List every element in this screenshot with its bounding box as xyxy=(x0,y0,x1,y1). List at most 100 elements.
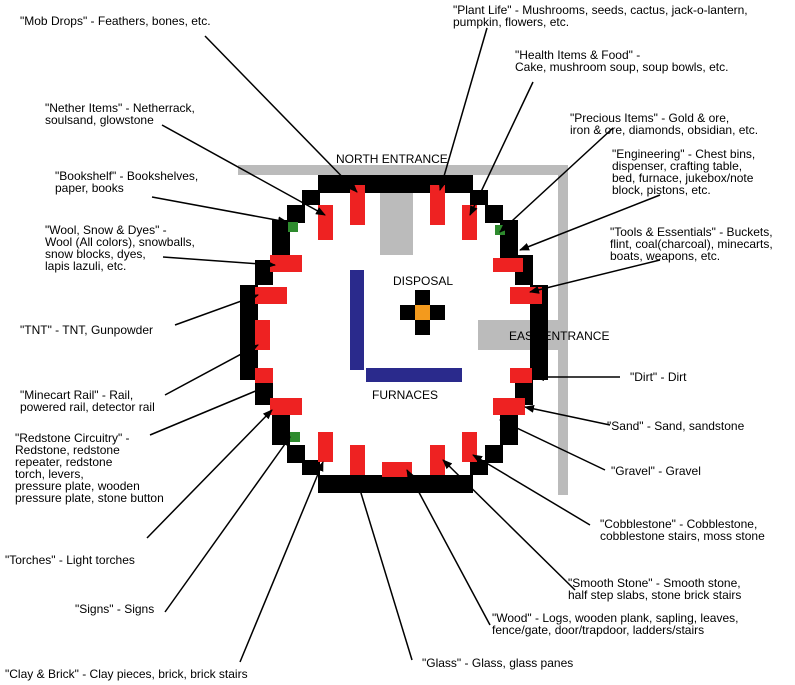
callout-arrow xyxy=(204,35,358,193)
callout-line: Cake, mushroom soup, soup bowls, etc. xyxy=(515,60,728,74)
callout-line: "TNT" - TNT, Gunpowder xyxy=(20,323,153,337)
callout-line: "Cobblestone" - Cobblestone, xyxy=(600,517,757,531)
callout-line: "Sand" - Sand, sandstone xyxy=(607,419,745,433)
callout-bookshelf: "Bookshelf" - Bookshelves,paper, books xyxy=(55,169,198,195)
callout-arrow xyxy=(469,81,534,216)
callout-glass: "Glass" - Glass, glass panes xyxy=(422,656,573,670)
disposal-label: DISPOSAL xyxy=(393,274,453,288)
chest-block xyxy=(255,287,287,304)
callout-line: "Signs" - Signs xyxy=(75,602,154,616)
callout-line: "Glass" - Glass, glass panes xyxy=(422,656,573,670)
callout-engineering: "Engineering" - Chest bins,dispenser, cr… xyxy=(612,147,755,197)
callout-tnt: "TNT" - TNT, Gunpowder xyxy=(20,323,153,337)
callout-arrow xyxy=(442,459,576,591)
callout-wool: "Wool, Snow & Dyes" -Wool (All colors), … xyxy=(45,223,195,273)
wall-block xyxy=(302,190,320,205)
disposal-unit xyxy=(400,290,445,335)
callout-line: "Minecart Rail" - Rail, xyxy=(20,388,133,402)
callout-line: torch, levers, xyxy=(15,467,84,481)
chest-blocks xyxy=(255,185,542,477)
chest-block xyxy=(318,432,333,462)
callout-line: "Engineering" - Chest bins, xyxy=(612,147,755,161)
east-entrance-label: EAST ENTRANCE xyxy=(509,329,609,343)
callout-line: "Dirt" - Dirt xyxy=(630,370,687,384)
callout-arrow xyxy=(239,461,324,663)
callout-line: "Gravel" - Gravel xyxy=(611,464,701,478)
chest-block xyxy=(430,445,445,475)
wall-block xyxy=(272,220,290,260)
wall-block xyxy=(318,175,473,193)
callout-health-food: "Health Items & Food" -Cake, mushroom so… xyxy=(515,48,728,74)
callout-cobblestone: "Cobblestone" - Cobblestone,cobblestone … xyxy=(600,517,765,543)
callout-sand: "Sand" - Sand, sandstone xyxy=(607,419,745,433)
chest-block xyxy=(510,368,532,383)
callout-torches: "Torches" - Light torches xyxy=(5,553,135,567)
callout-arrow xyxy=(174,294,259,326)
furnace-bar-horizontal xyxy=(366,368,462,382)
callout-arrow xyxy=(499,419,606,471)
callout-line: fence/gate, door/trapdoor, ladders/stair… xyxy=(492,623,704,637)
callout-arrow xyxy=(146,409,273,539)
callout-line: snow blocks, dyes, xyxy=(45,247,146,261)
callout-arrow xyxy=(438,27,488,191)
chest-block xyxy=(270,398,302,415)
callout-arrows xyxy=(146,27,661,663)
wall-block xyxy=(485,205,503,223)
callout-line: "Health Items & Food" - xyxy=(515,48,640,62)
callout-line: "Redstone Circuitry" - xyxy=(15,431,130,445)
callout-arrow xyxy=(151,196,288,225)
callout-line: iron & ore, diamonds, obsidian, etc. xyxy=(570,123,758,137)
callout-line: "Precious Items" - Gold & ore, xyxy=(570,111,729,125)
callout-line: "Clay & Brick" - Clay pieces, brick, bri… xyxy=(5,667,248,681)
callout-labels: "Mob Drops" - Feathers, bones, etc. "Plan… xyxy=(5,3,773,681)
callout-arrow xyxy=(162,256,276,269)
furnace-bar-vertical xyxy=(350,270,364,370)
grass-block xyxy=(290,432,300,442)
callout-gravel: "Gravel" - Gravel xyxy=(611,464,701,478)
callout-line: bed, furnace, jukebox/note xyxy=(612,171,754,185)
callout-clay: "Clay & Brick" - Clay pieces, brick, bri… xyxy=(5,667,248,681)
grass-block xyxy=(288,222,298,232)
callout-tools: "Tools & Essentials" - Buckets,flint, co… xyxy=(610,225,773,263)
callout-arrow xyxy=(472,454,591,526)
callout-line: lapis lazuli, etc. xyxy=(45,259,126,273)
disposal-block xyxy=(415,290,430,305)
callout-precious: "Precious Items" - Gold & ore,iron & ore… xyxy=(570,111,758,137)
grass-block xyxy=(495,225,505,235)
chest-block xyxy=(430,185,445,225)
callout-arrow xyxy=(519,194,661,251)
furnace-bars xyxy=(350,270,462,382)
callout-arrow xyxy=(529,259,661,294)
disposal-block xyxy=(415,320,430,335)
callout-arrow xyxy=(524,404,611,426)
callout-line: "Smooth Stone" - Smooth stone, xyxy=(568,576,741,590)
chest-block xyxy=(255,320,270,350)
callout-redstone: "Redstone Circuitry" -Redstone, redstone… xyxy=(15,431,164,505)
wall-block xyxy=(240,285,258,380)
callout-arrow xyxy=(499,127,614,233)
callout-arrow xyxy=(406,469,491,626)
wall-block xyxy=(470,460,488,475)
callout-arrow xyxy=(164,344,259,396)
callout-line: "Wool, Snow & Dyes" - xyxy=(45,223,167,237)
callout-arrow xyxy=(161,124,326,216)
outer-path-east xyxy=(558,165,568,495)
callout-line: pressure plate, wooden xyxy=(15,479,140,493)
chest-block xyxy=(462,205,477,240)
chest-block xyxy=(462,432,477,462)
callout-line: soulsand, glowstone xyxy=(45,113,154,127)
callout-line: flint, coal(charcoal), minecarts, xyxy=(610,237,773,251)
disposal-block xyxy=(400,305,415,320)
wall-block xyxy=(485,445,503,463)
wall-block xyxy=(287,205,305,223)
furnaces-label: FURNACES xyxy=(372,388,438,402)
callout-line: repeater, redstone xyxy=(15,455,113,469)
callout-line: "Torches" - Light torches xyxy=(5,553,135,567)
callout-line: half step slabs, stone brick stairs xyxy=(568,588,741,602)
callout-line: powered rail, detector rail xyxy=(20,400,155,414)
callout-mob-drops: "Mob Drops" - Feathers, bones, etc. xyxy=(20,14,211,28)
chest-block xyxy=(382,462,412,477)
callout-line: "Plant Life" - Mushrooms, seeds, cactus,… xyxy=(453,3,748,17)
callout-line: "Bookshelf" - Bookshelves, xyxy=(55,169,198,183)
